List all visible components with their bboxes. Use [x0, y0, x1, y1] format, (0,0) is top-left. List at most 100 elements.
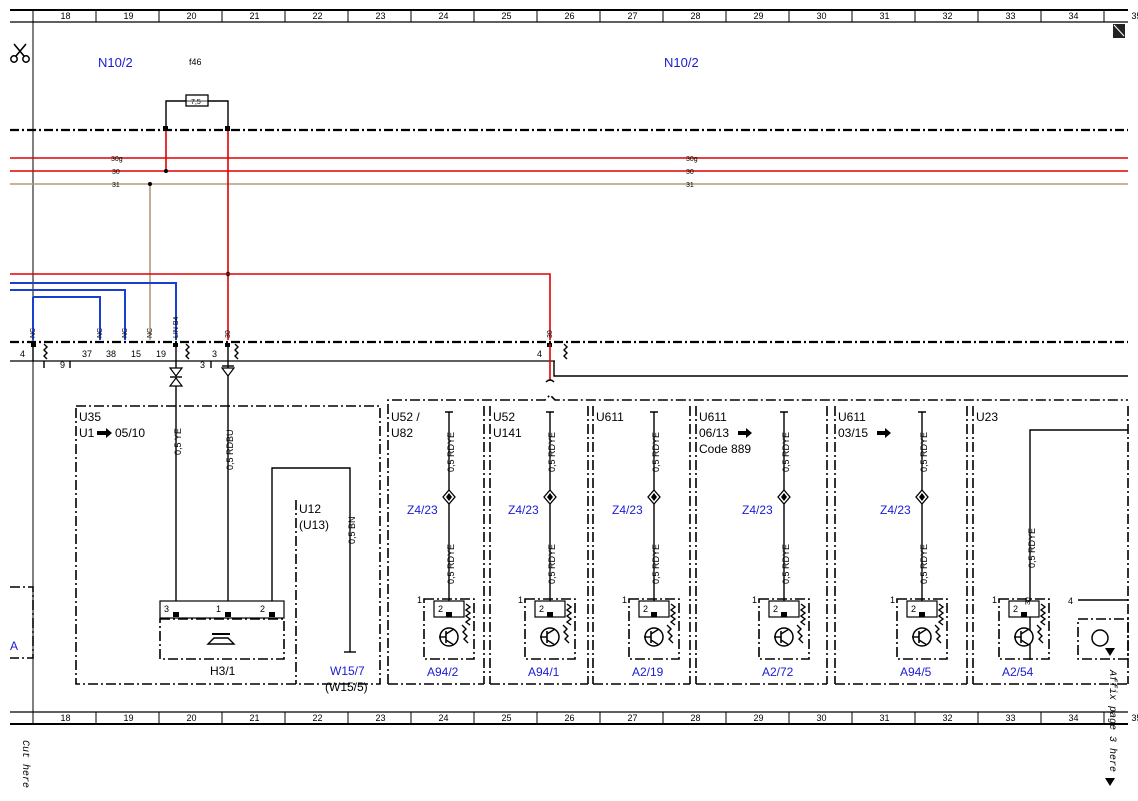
buzzer-h3-1[interactable] — [159, 600, 285, 660]
column-number: 19 — [124, 11, 134, 21]
module-connector-break — [387, 393, 1128, 684]
pin-label: 2 — [911, 604, 916, 614]
affix-page-text: Affix page 3 here — [1106, 669, 1118, 772]
arrow-right-icon — [738, 428, 752, 438]
fuse-f46-label: f46 — [189, 57, 202, 67]
module-subtitle: U141 — [493, 426, 522, 440]
svg-text:31: 31 — [686, 182, 694, 189]
u35-title: U35 — [79, 410, 101, 424]
left-partial-label[interactable]: A — [10, 639, 18, 653]
column-number: 20 — [187, 11, 197, 21]
transistor-icon — [912, 627, 932, 647]
buzzer-icon — [206, 637, 236, 645]
terminal-icon — [445, 411, 453, 418]
partial-module-left — [10, 586, 34, 659]
module-subtitle: 06/13 — [699, 426, 729, 440]
wire-label: 0,5 RDYE — [1027, 528, 1037, 568]
wire-label: 0,5 RDYE — [446, 432, 456, 472]
h3-pin-3: 3 — [164, 604, 169, 614]
column-number: 25 — [502, 11, 512, 21]
splice-ref-link[interactable]: Z4/23 — [407, 503, 438, 517]
component-ref-link[interactable]: A94/1 — [528, 665, 560, 679]
component-ref-link[interactable]: A2/19 — [632, 665, 664, 679]
wire-bn-label: 0,5 BN — [347, 516, 357, 544]
pin-label: 1 — [417, 595, 422, 605]
sensor-component[interactable]: 21 — [518, 595, 576, 660]
component-ref-link[interactable]: A2/72 — [762, 665, 794, 679]
splice-ref-link[interactable]: Z4/23 — [508, 503, 539, 517]
wire-label: 0,5 RDYE — [651, 432, 661, 472]
splice-ref-link[interactable]: Z4/23 — [880, 503, 911, 517]
sensor-component[interactable]: 21 — [752, 595, 810, 660]
splice-ref-link[interactable]: Z4/23 — [742, 503, 773, 517]
column-number: 25 — [502, 713, 512, 723]
u35-date: 05/10 — [115, 426, 145, 440]
power-line-30: 30 30 — [10, 169, 1128, 176]
ground-line-31: 31 31 — [10, 182, 1128, 189]
connector-symbol — [168, 365, 236, 387]
sensor-component[interactable]: 21 — [890, 595, 948, 660]
column-number: 27 — [628, 11, 638, 21]
column-number: 22 — [313, 11, 323, 21]
wire-label: 0,5 RDYE — [446, 544, 456, 584]
h3-pin-2: 2 — [260, 604, 265, 614]
module-title: U52 — [493, 410, 515, 424]
lin-b4-label: LIN B4 — [173, 316, 180, 338]
nc-label: NC — [122, 328, 129, 338]
fuse-f46[interactable]: 7,5 — [163, 94, 230, 131]
terminal-icon — [546, 411, 554, 418]
h3-1-label: H3/1 — [210, 664, 236, 678]
column-number: 24 — [439, 713, 449, 723]
pin-30-label: 30 — [225, 330, 232, 338]
terminal-icon — [780, 411, 788, 418]
wire-label: 0,5 RDYE — [919, 544, 929, 584]
column-number: 24 — [439, 11, 449, 21]
nc-label: NC — [30, 328, 37, 338]
pin-3-label: 3 — [200, 360, 205, 370]
terminal-icon — [918, 411, 926, 418]
pin-3-label: 3 — [212, 349, 217, 359]
sensor-component[interactable]: 21 — [417, 595, 475, 660]
top-column-ruler: 181920212223242526272829303132333435 — [10, 9, 1138, 23]
pin-label: 1 — [992, 595, 997, 605]
transistor-icon — [1014, 627, 1034, 647]
wire-ye-label: 0,5 YE — [173, 428, 183, 455]
column-number: 20 — [187, 713, 197, 723]
pin-label: 1 — [752, 595, 757, 605]
pin-15-label: 15 — [131, 349, 141, 359]
svg-text:31: 31 — [112, 182, 120, 189]
pin-4-label: 4 — [537, 349, 542, 359]
pin-label: 2 — [773, 604, 778, 614]
column-number: 34 — [1069, 713, 1079, 723]
pin-19-label: 19 — [156, 349, 166, 359]
column-number: 26 — [565, 11, 575, 21]
n10-2-label-right[interactable]: N10/2 — [664, 55, 699, 70]
n10-2-label-left[interactable]: N10/2 — [98, 55, 133, 70]
pin-38-label: 38 — [106, 349, 116, 359]
u13-title: (U13) — [299, 518, 329, 532]
arrow-down-icon — [1105, 778, 1115, 786]
column-number: 21 — [250, 713, 260, 723]
scissors-icon[interactable] — [10, 43, 30, 63]
w15-7-link[interactable]: W15/7 — [330, 664, 365, 678]
column-number: 23 — [376, 713, 386, 723]
component-ref-link[interactable]: A94/5 — [900, 665, 932, 679]
partial-sensor-component[interactable]: 430 — [1025, 596, 1129, 660]
component-ref-link[interactable]: A94/2 — [427, 665, 459, 679]
blue-wire-3 — [33, 296, 101, 340]
splice-ref-link[interactable]: Z4/23 — [612, 503, 643, 517]
u35-code: U1 — [79, 426, 95, 440]
sensor-component[interactable]: 21 — [622, 595, 680, 660]
transistor-icon — [439, 627, 459, 647]
module-title: U23 — [976, 410, 998, 424]
component-ref-link[interactable]: A2/54 — [1002, 665, 1034, 679]
column-number: 30 — [817, 713, 827, 723]
column-number: 33 — [1006, 713, 1016, 723]
nc-label: NC — [147, 328, 154, 338]
sensor-component[interactable]: 21 — [992, 595, 1050, 660]
arrow-down-icon — [1105, 648, 1115, 656]
wire-label: 0,5 RDYE — [919, 432, 929, 472]
